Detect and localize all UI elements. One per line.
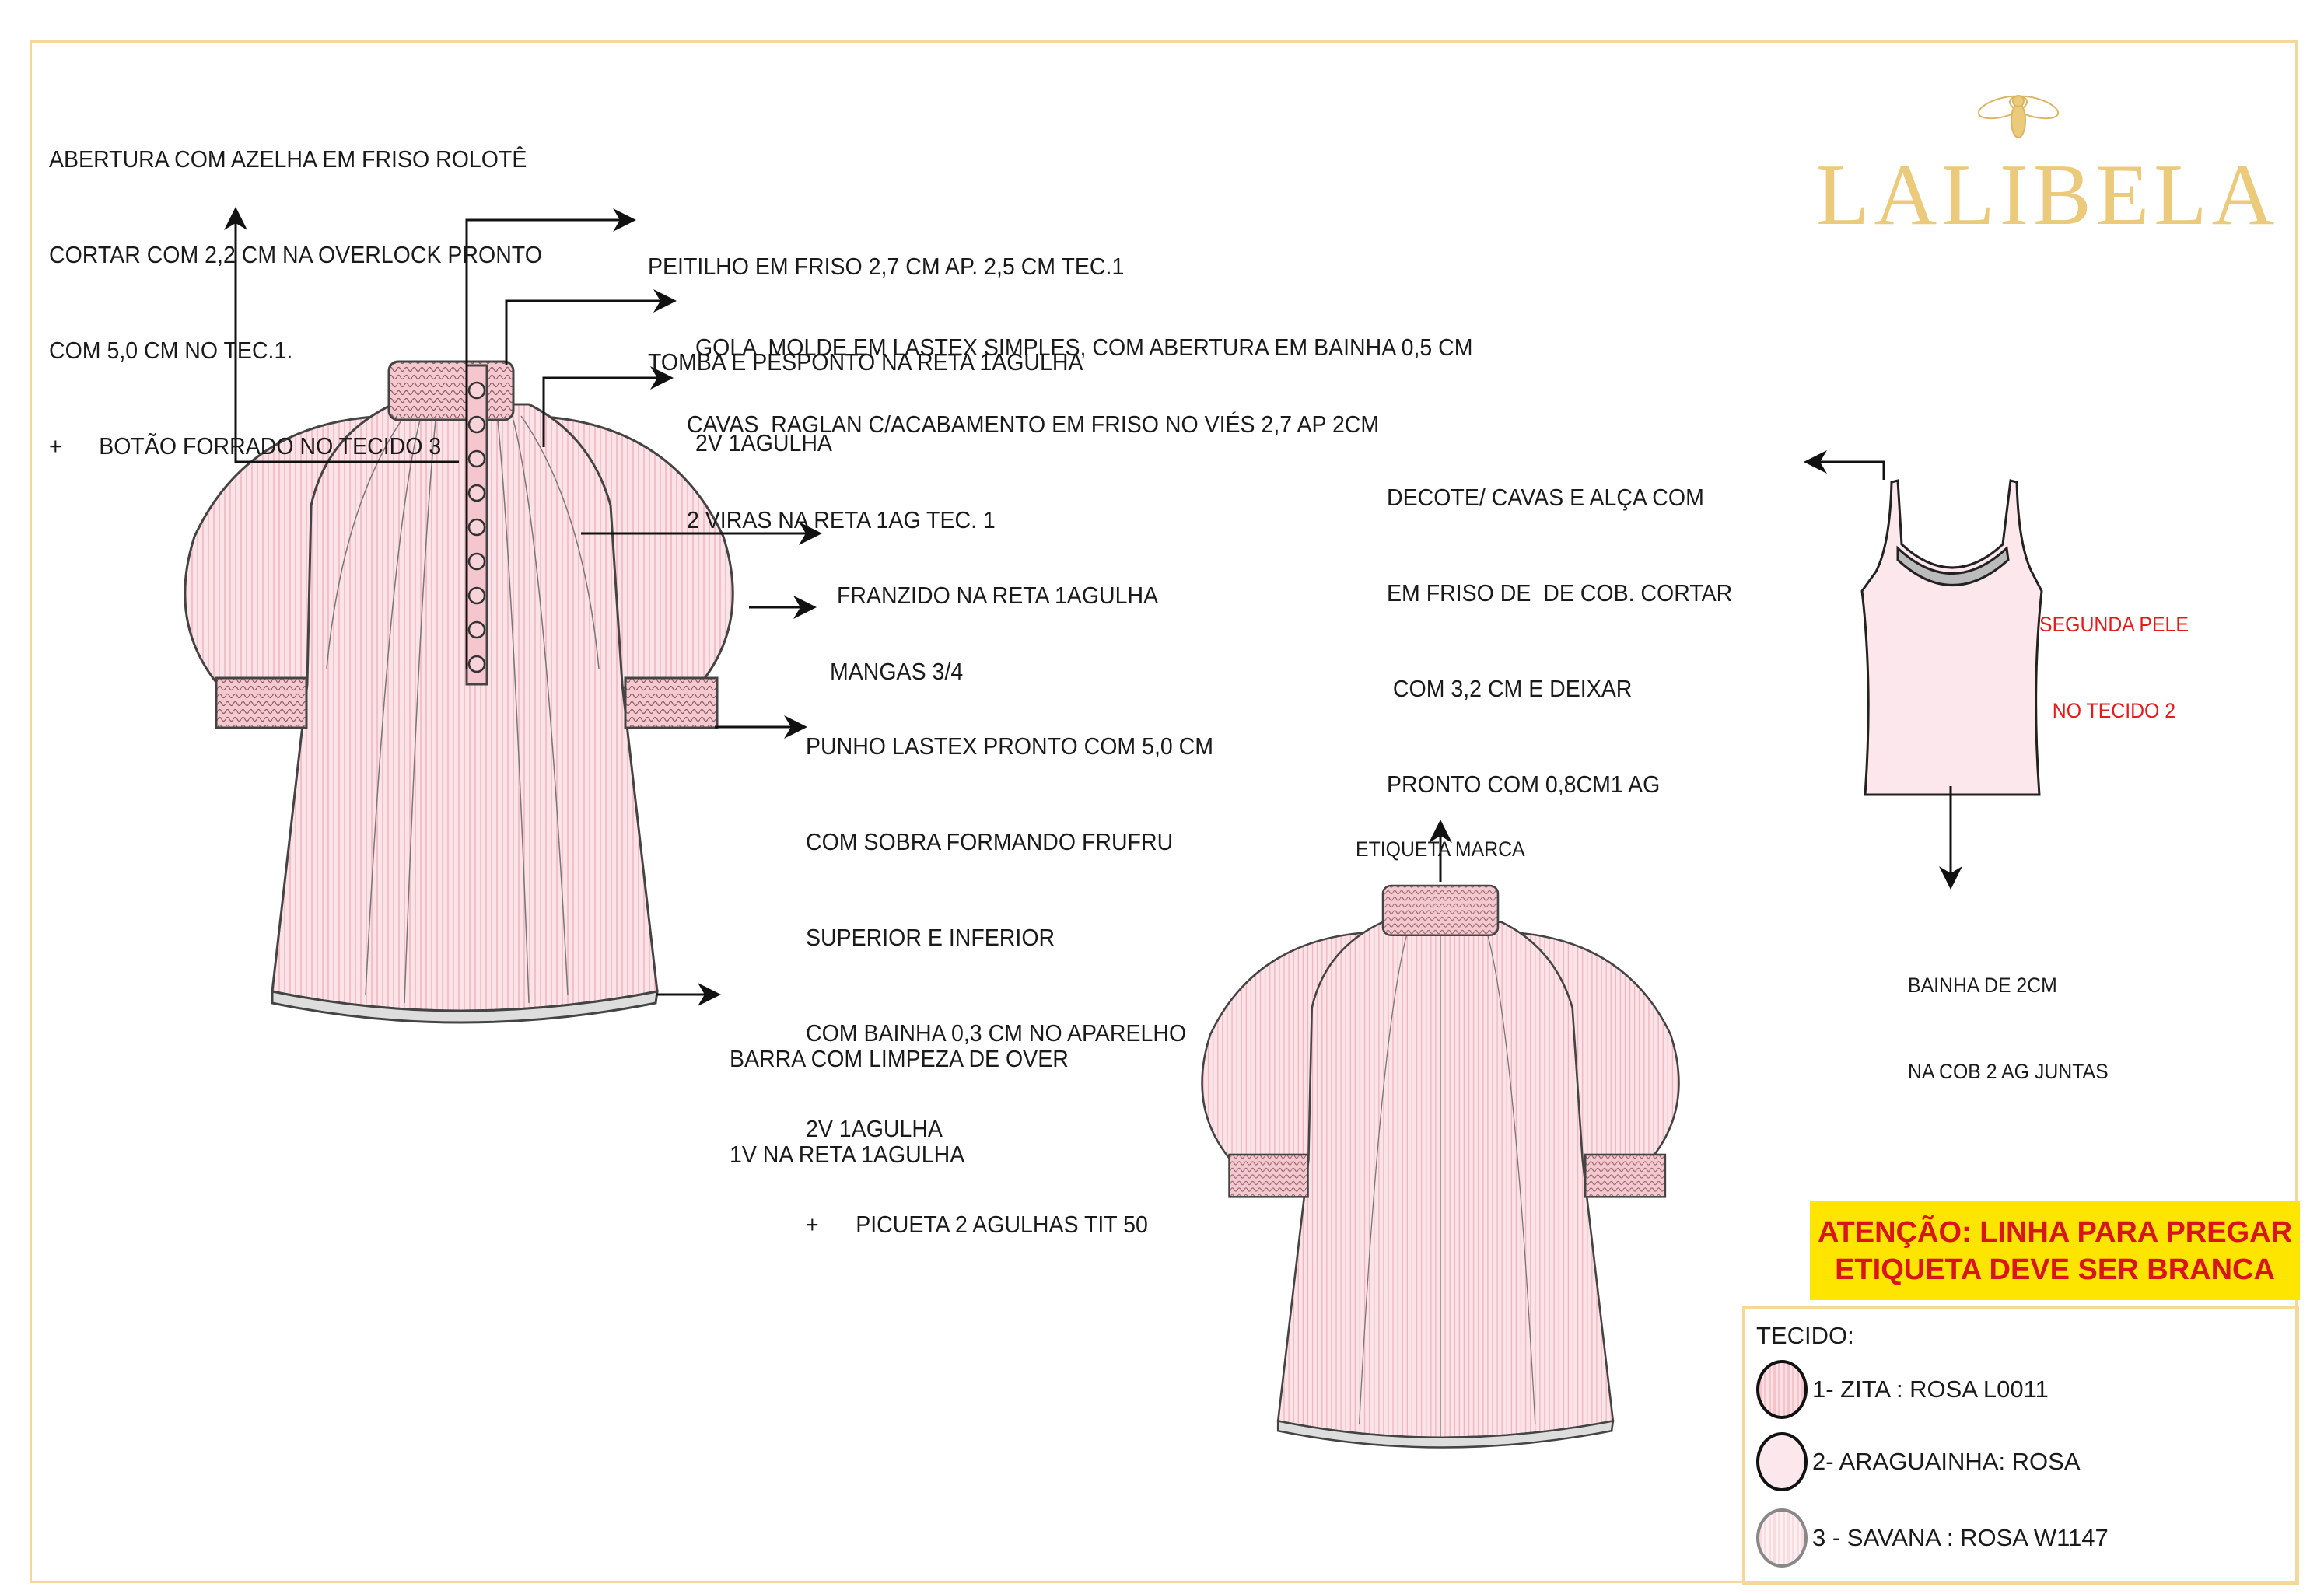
note-line: COM 3,2 CM E DEIXAR	[1387, 675, 1633, 702]
tank-top-drawing	[1860, 479, 2043, 796]
note-mangas: MANGAS 3/4	[830, 592, 963, 719]
bee-logo-icon	[1977, 95, 2060, 138]
note-abertura: ABERTURA COM AZELHA EM FRISO ROLOTÊ CORT…	[49, 79, 542, 494]
warning-banner: ATENÇÃO: LINHA PARA PREGAR ETIQUETA DEVE…	[1810, 1201, 2300, 1300]
note-line: CORTAR COM 2,2 CM NA OVERLOCK PRONTO	[49, 241, 542, 268]
blouse-body	[271, 403, 659, 1012]
callout-arrows	[224, 207, 1962, 1006]
left-cuff	[215, 676, 308, 729]
fabric-swatch-icon	[1756, 1432, 1808, 1491]
warning-line: ETIQUETA DEVE SER BRANCA	[1835, 1253, 2275, 1286]
note-line: NO TECIDO 2	[2052, 699, 2176, 722]
note-line: + PICUETA 2 AGULHAS TIT 50	[806, 1211, 1148, 1238]
note-line: COM BAINHA 0,3 CM NO APARELHO	[806, 1019, 1187, 1047]
note-line: DECOTE/ CAVAS E ALÇA COM	[1387, 484, 1704, 511]
fabric-item: 2- ARAGUAINHA: ROSA	[1756, 1432, 2081, 1491]
fabric-legend-title: TECIDO:	[1756, 1322, 1854, 1349]
note-bainha: BAINHA DE 2CM NA COB 2 AG JUNTAS	[1908, 914, 2109, 1115]
fabric-item: 3 - SAVANA : ROSA W1147	[1756, 1508, 2109, 1568]
blouse-front-drawing	[184, 360, 734, 1024]
note-line: BAINHA DE 2CM	[1908, 974, 2057, 997]
right-cuff	[624, 676, 719, 729]
note-peitilho: PEITILHO EM FRISO 2,7 CM AP. 2,5 CM TEC.…	[648, 187, 1124, 410]
note-line: PEITILHO EM FRISO 2,7 CM AP. 2,5 CM TEC.…	[648, 253, 1125, 280]
note-line: NA COB 2 AG JUNTAS	[1908, 1060, 2109, 1083]
note-line: 2V 1AGULHA	[695, 429, 832, 456]
brand-logo: LALIBELA	[1816, 147, 2280, 243]
note-decote: DECOTE/ CAVAS E ALÇA COM EM FRISO DE DE …	[1387, 418, 1732, 832]
note-line: COM SOBRA FORMANDO FRUFRU	[806, 828, 1174, 855]
fabric-swatch-icon	[1756, 1360, 1808, 1419]
note-line: ABERTURA COM AZELHA EM FRISO ROLOTÊ	[49, 145, 527, 173]
note-line: MANGAS 3/4	[830, 658, 964, 685]
note-line: 2V 1AGULHA	[806, 1115, 943, 1142]
fabric-legend: TECIDO: 1- ZITA : ROSA L0011 2- ARAGUAIN…	[1742, 1306, 2299, 1585]
note-line: SEGUNDA PELE	[2039, 613, 2189, 636]
fabric-label: 2- ARAGUAINHA: ROSA	[1812, 1448, 2081, 1475]
note-barra: BARRA COM LIMPEZA DE OVER 1V NA RETA 1AG…	[730, 979, 1069, 1202]
note-line: + BOTÃO FORRADO NO TECIDO 3	[49, 432, 442, 460]
note-line: BARRA COM LIMPEZA DE OVER	[730, 1045, 1069, 1072]
hem	[271, 990, 659, 1024]
note-franzido: FRANZIDO NA RETA 1AGULHA	[837, 516, 1158, 643]
fabric-label: 3 - SAVANA : ROSA W1147	[1812, 1524, 2109, 1551]
warning-line: ATENÇÃO: LINHA PARA PREGAR	[1817, 1216, 2293, 1249]
note-segunda-pele: SEGUNDA PELE NO TECIDO 2	[2039, 553, 2189, 754]
note-line: 2 VIRAS NA RETA 1AG TEC. 1	[687, 506, 996, 533]
page-frame	[30, 40, 2298, 1583]
note-punho: PUNHO LASTEX PRONTO COM 5,0 CM COM SOBRA…	[806, 666, 1213, 1272]
buttons	[467, 381, 486, 673]
note-line: PRONTO COM 0,8CM1 AG	[1387, 771, 1661, 798]
fabric-swatch-icon	[1756, 1508, 1808, 1568]
note-line: SUPERIOR E INFERIOR	[806, 924, 1055, 951]
note-line: GOLA MOLDE EM LASTEX SIMPLES, COM ABERTU…	[695, 334, 1473, 361]
note-cavas: CAVAS RAGLAN C/ACABAMENTO EM FRISO NO VI…	[687, 344, 1379, 568]
note-line: CAVAS RAGLAN C/ACABAMENTO EM FRISO NO VI…	[687, 411, 1380, 438]
blouse-back-drawing	[1201, 884, 1680, 1449]
note-line: EM FRISO DE DE COB. CORTAR	[1387, 579, 1733, 606]
note-line: FRANZIDO NA RETA 1AGULHA	[837, 582, 1159, 609]
fabric-label: 1- ZITA : ROSA L0011	[1812, 1376, 2049, 1403]
note-etiqueta: ETIQUETA MARCA	[1356, 778, 1525, 893]
note-line: 1V NA RETA 1AGULHA	[730, 1141, 965, 1168]
note-gola: GOLA MOLDE EM LASTEX SIMPLES, COM ABERTU…	[695, 267, 1473, 491]
fabric-item: 1- ZITA : ROSA L0011	[1756, 1360, 2049, 1419]
note-line: PUNHO LASTEX PRONTO COM 5,0 CM	[806, 732, 1214, 760]
note-line: COM 5,0 CM NO TEC.1.	[49, 337, 293, 364]
note-line: TOMBA E PESPONTO NA RETA 1AGULHA	[648, 348, 1083, 376]
note-line: ETIQUETA MARCA	[1356, 837, 1525, 861]
